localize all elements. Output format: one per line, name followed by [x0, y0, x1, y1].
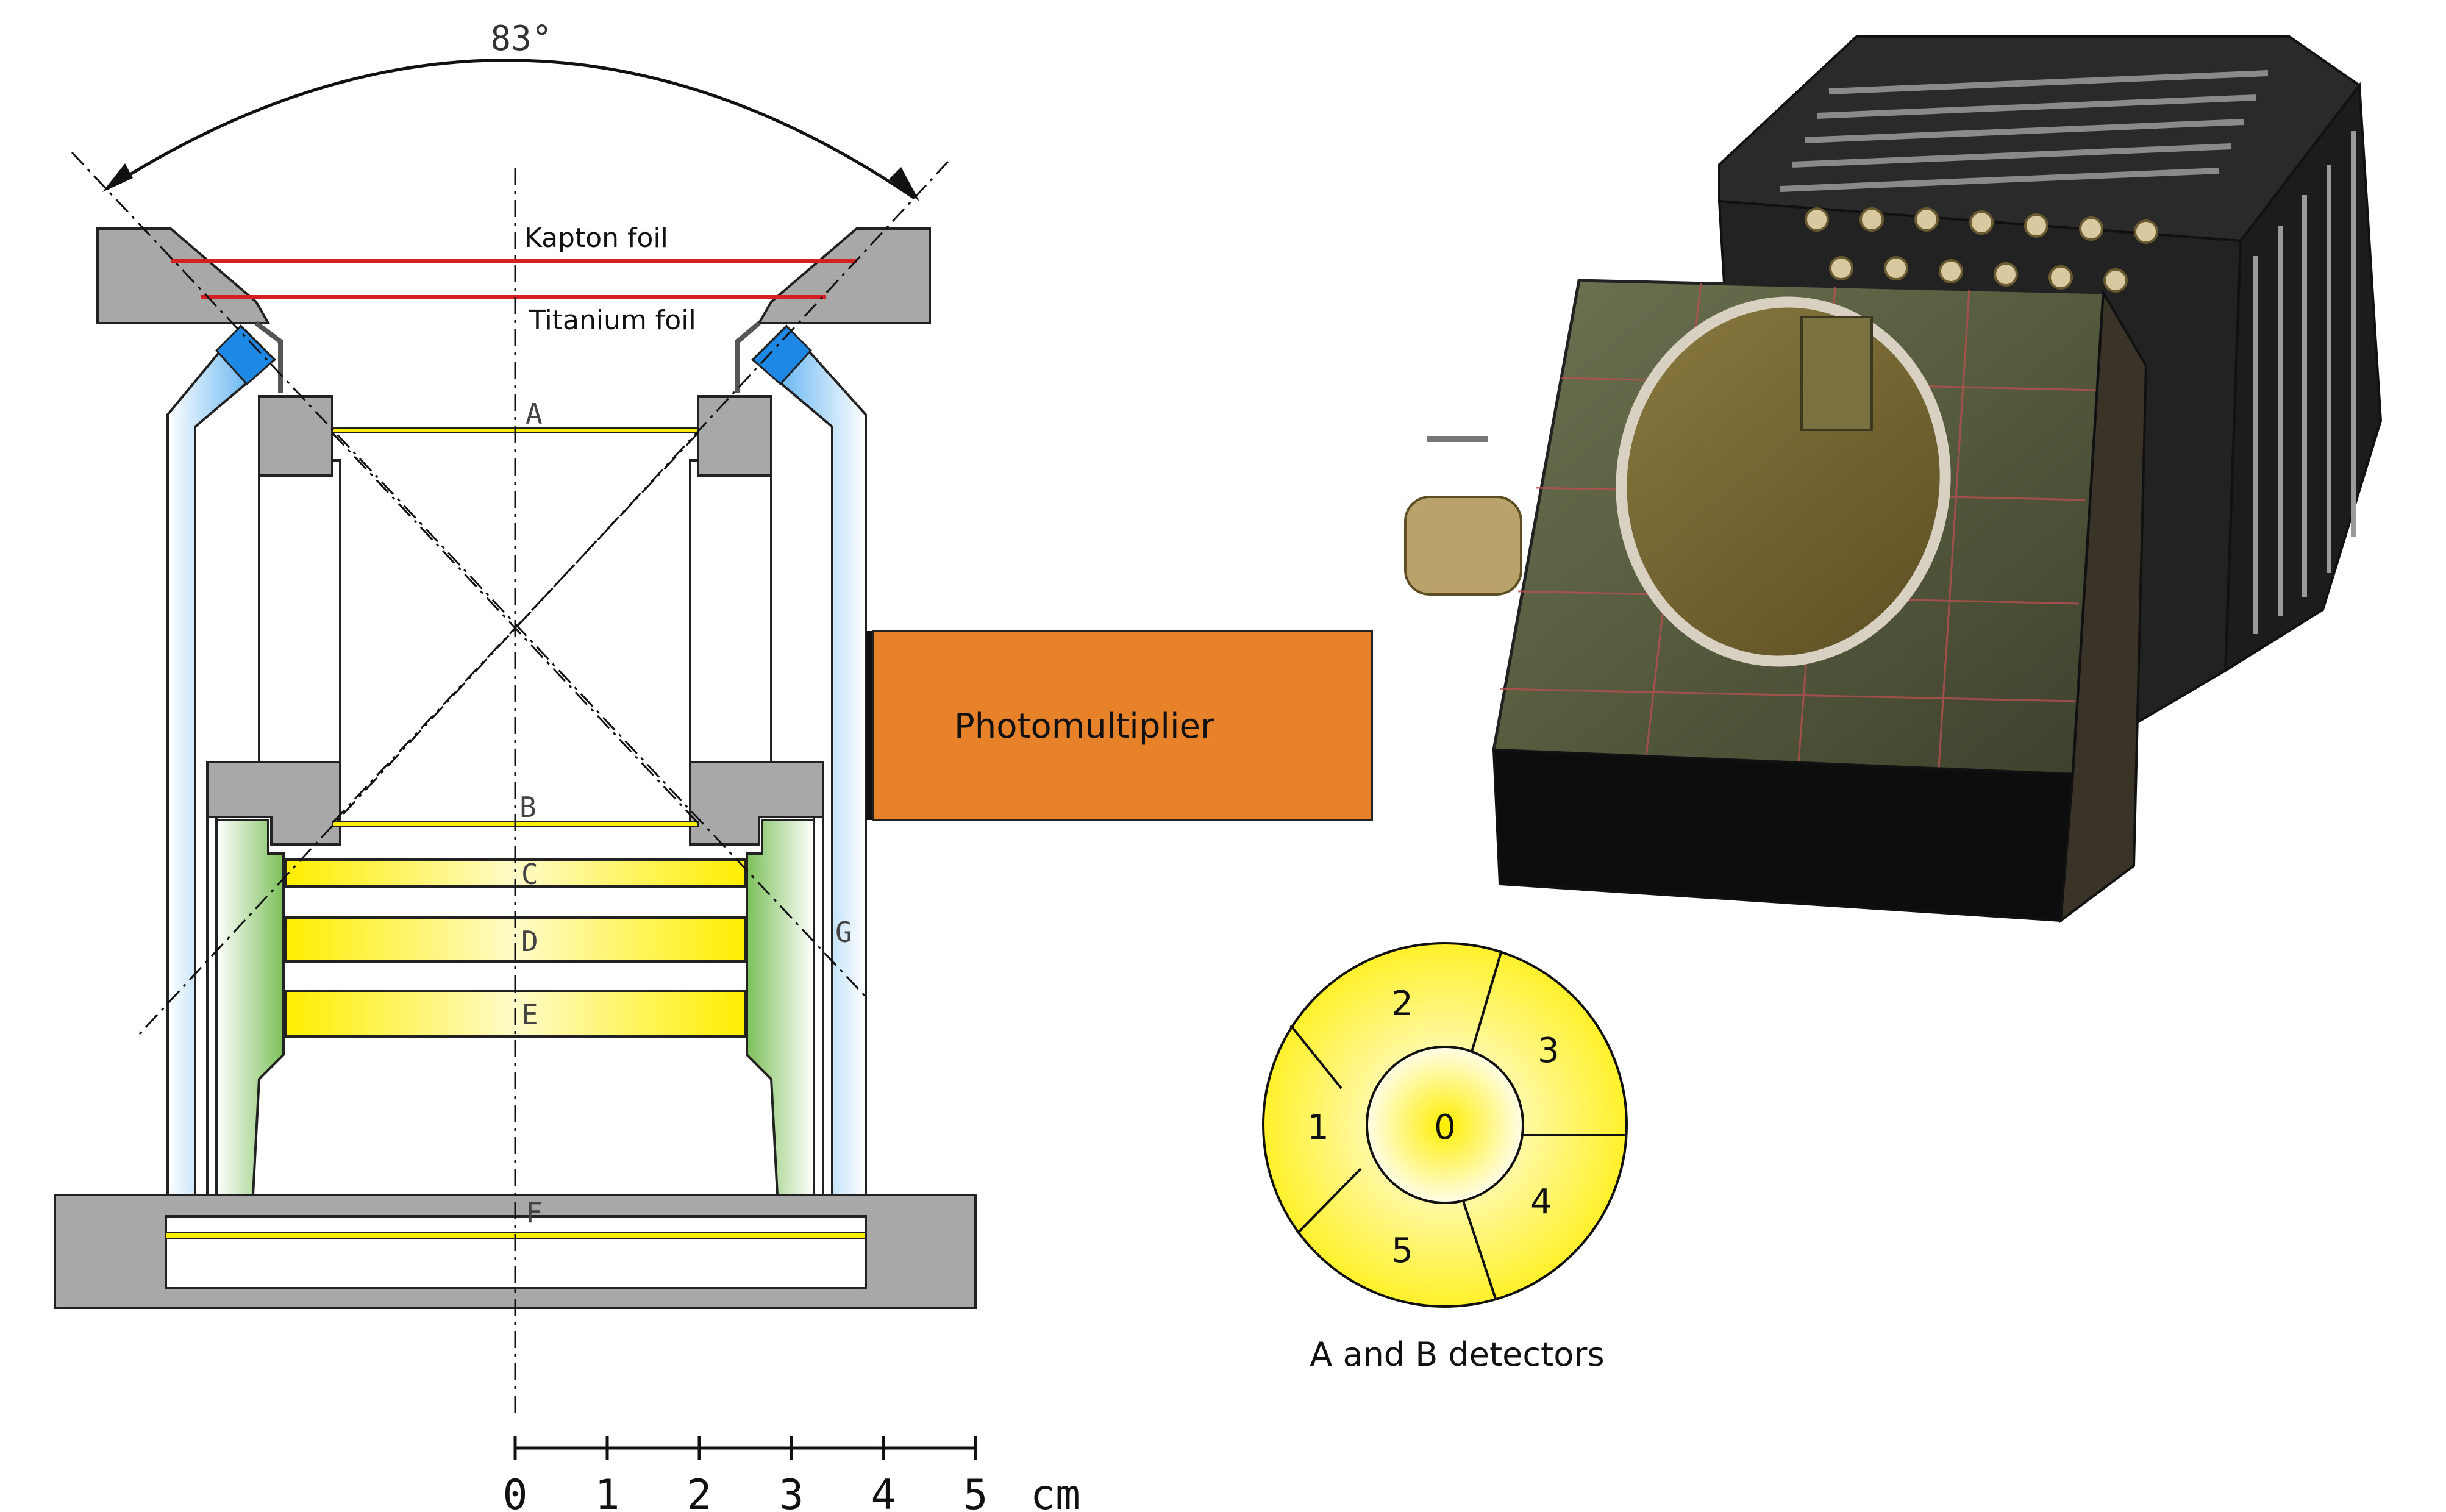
- segment-label-2: 2: [1391, 984, 1413, 1024]
- segment-divider: [1289, 1024, 1342, 1089]
- lower-collar-right: [689, 761, 824, 846]
- detector-box-side-face: [2059, 288, 2148, 924]
- segment-divider: [1462, 1200, 1497, 1299]
- guard-ring-left: [215, 819, 285, 1196]
- upper-collar-right: [697, 395, 772, 477]
- photomultiplier-label: Photomultiplier: [954, 707, 1215, 746]
- scintillator-g-left-top: [215, 324, 276, 386]
- detector-a-label: A: [526, 398, 543, 430]
- segment-label-1: 1: [1307, 1108, 1329, 1147]
- fov-arrowhead-left: [102, 163, 133, 192]
- segment-divider: [1471, 952, 1502, 1052]
- fov-arc: [105, 59, 916, 200]
- entrance-flange-right: [757, 227, 931, 324]
- entrance-flange-left: [96, 227, 271, 324]
- segment-label-0: 0: [1434, 1108, 1456, 1147]
- scale-bar: 0 1 2 3 4 5 cm: [503, 1436, 1080, 1512]
- scale-label-0: 0: [503, 1471, 528, 1512]
- scintillator-g-right-top: [751, 324, 813, 386]
- scale-label-1: 1: [595, 1471, 620, 1512]
- fov-angle-label: 83°: [490, 19, 552, 59]
- connector-pins: [1805, 207, 2158, 293]
- photomultiplier: [872, 630, 1373, 821]
- guard-ring-right: [746, 819, 815, 1196]
- kapton-foil-label: Kapton foil: [524, 223, 668, 254]
- detector-b-label: B: [519, 791, 537, 824]
- segment-center-0: [1366, 1046, 1524, 1204]
- segment-divider: [1296, 1168, 1362, 1235]
- upper-collar-left: [258, 395, 333, 477]
- segment-label-3: 3: [1538, 1031, 1560, 1071]
- funnel-left: [254, 321, 283, 393]
- cross-section-drawing: 83° Kapton foil Titanium foil G: [54, 19, 1373, 1512]
- segment-caption: A and B detectors: [1310, 1335, 1604, 1374]
- detector-f-label: F: [526, 1196, 543, 1229]
- aperture-tab: [1800, 316, 1873, 431]
- fov-arrowhead-right: [889, 167, 919, 201]
- segment-label-4: 4: [1530, 1182, 1552, 1222]
- scale-label-3: 3: [779, 1471, 804, 1512]
- side-fins: [2253, 131, 2356, 634]
- titanium-foil-label: Titanium foil: [529, 305, 696, 336]
- detector-g-label: G: [835, 916, 852, 949]
- photomultiplier-window: [866, 631, 873, 820]
- funnel-right: [735, 321, 761, 393]
- cross-line-2: [331, 432, 699, 824]
- detector-d-label: D: [521, 925, 538, 958]
- segment-label-5: 5: [1391, 1231, 1413, 1271]
- lower-collar-left: [206, 761, 341, 846]
- detector-box-front-face: [1492, 748, 2075, 922]
- electronics-fins: [1780, 70, 2269, 192]
- scale-label-5: 5: [963, 1471, 988, 1512]
- instrument-photo: [1404, 35, 2383, 924]
- side-connector: [1404, 496, 1522, 596]
- scale-label-2: 2: [687, 1471, 712, 1512]
- detector-c-label: C: [521, 858, 538, 891]
- segmented-detector-diagram: 0 1 2 3 4 5 A and B detectors: [1262, 942, 1628, 1374]
- scale-unit: cm: [1030, 1471, 1080, 1512]
- scale-label-4: 4: [871, 1471, 896, 1512]
- detector-e-label: E: [521, 998, 538, 1031]
